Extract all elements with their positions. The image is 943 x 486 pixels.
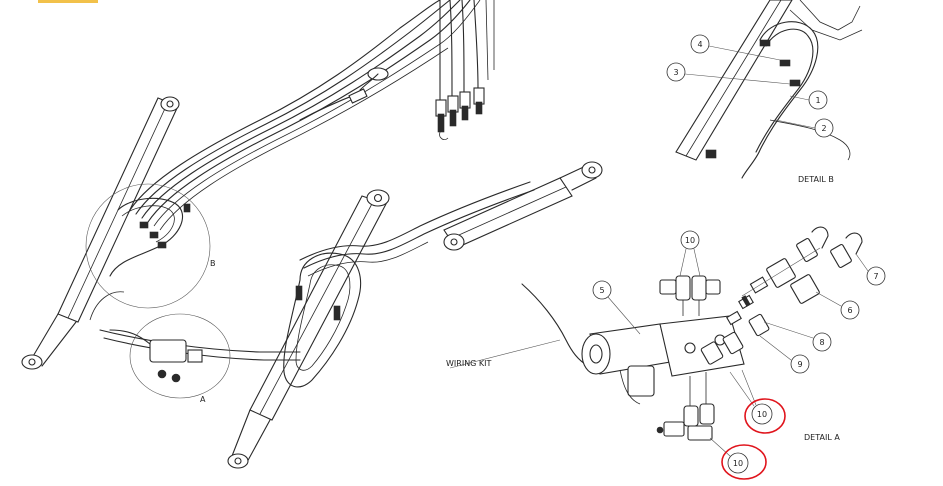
svg-text:10: 10 xyxy=(757,410,767,419)
detail-a-callout-10-right xyxy=(751,403,773,425)
zone-b-fittings xyxy=(109,197,191,277)
top-elbow-fitting xyxy=(299,67,389,121)
main-assembly: B A xyxy=(21,0,603,469)
svg-text:7: 7 xyxy=(873,272,878,281)
svg-text:8: 8 xyxy=(819,338,824,347)
detail-b-callout-3 xyxy=(666,62,686,82)
bottom-fittings xyxy=(656,372,715,441)
exploded-fittings xyxy=(700,226,863,365)
svg-text:10: 10 xyxy=(685,236,695,245)
svg-text:9: 9 xyxy=(797,360,802,369)
top-fittings xyxy=(659,275,721,316)
detail-a-title: DETAIL A xyxy=(804,433,840,442)
zone-b-label: B xyxy=(210,259,216,268)
svg-text:4: 4 xyxy=(697,40,702,49)
detail-a-callout-5 xyxy=(592,280,612,300)
detail-a-callout-6 xyxy=(840,300,860,320)
svg-text:6: 6 xyxy=(847,306,852,315)
detail-b-title: DETAIL B xyxy=(798,175,834,184)
svg-text:10: 10 xyxy=(733,459,743,468)
zone-a-valve xyxy=(109,329,203,383)
zone-a-label: A xyxy=(200,395,206,404)
quick-coupler-hoses xyxy=(435,0,495,140)
tilt-hose-run xyxy=(299,181,535,277)
detail-a-callout-10-top xyxy=(680,230,700,250)
solenoid-valve xyxy=(581,315,745,405)
tilt-cylinder xyxy=(443,161,603,251)
zone-a-circle xyxy=(129,313,231,399)
loop-hose xyxy=(283,252,362,388)
svg-text:5: 5 xyxy=(599,286,604,295)
svg-text:1: 1 xyxy=(815,96,820,105)
svg-text:3: 3 xyxy=(673,68,678,77)
detail-a-callout-8 xyxy=(812,332,832,352)
svg-text:2: 2 xyxy=(821,124,826,133)
red-highlight-bottom xyxy=(721,444,767,480)
zone-b-circle xyxy=(85,183,211,309)
wiring-kit-label: WIRING KIT xyxy=(446,359,492,368)
detail-a-callout-9 xyxy=(790,354,810,374)
detail-a-callout-10-bottom xyxy=(727,452,749,474)
top-left-tab xyxy=(38,0,98,3)
detail-a-callout-7 xyxy=(866,266,886,286)
detail-a: WIRING KIT 10 5 xyxy=(446,226,886,480)
detail-b: 4 3 1 2 DETAIL B xyxy=(666,0,863,184)
detail-b-callout-4 xyxy=(690,34,710,54)
right-lift-cylinder xyxy=(227,189,390,469)
hose-bundle xyxy=(129,0,481,231)
wiring-kit-cable xyxy=(521,283,589,367)
red-highlight-right xyxy=(744,398,786,434)
